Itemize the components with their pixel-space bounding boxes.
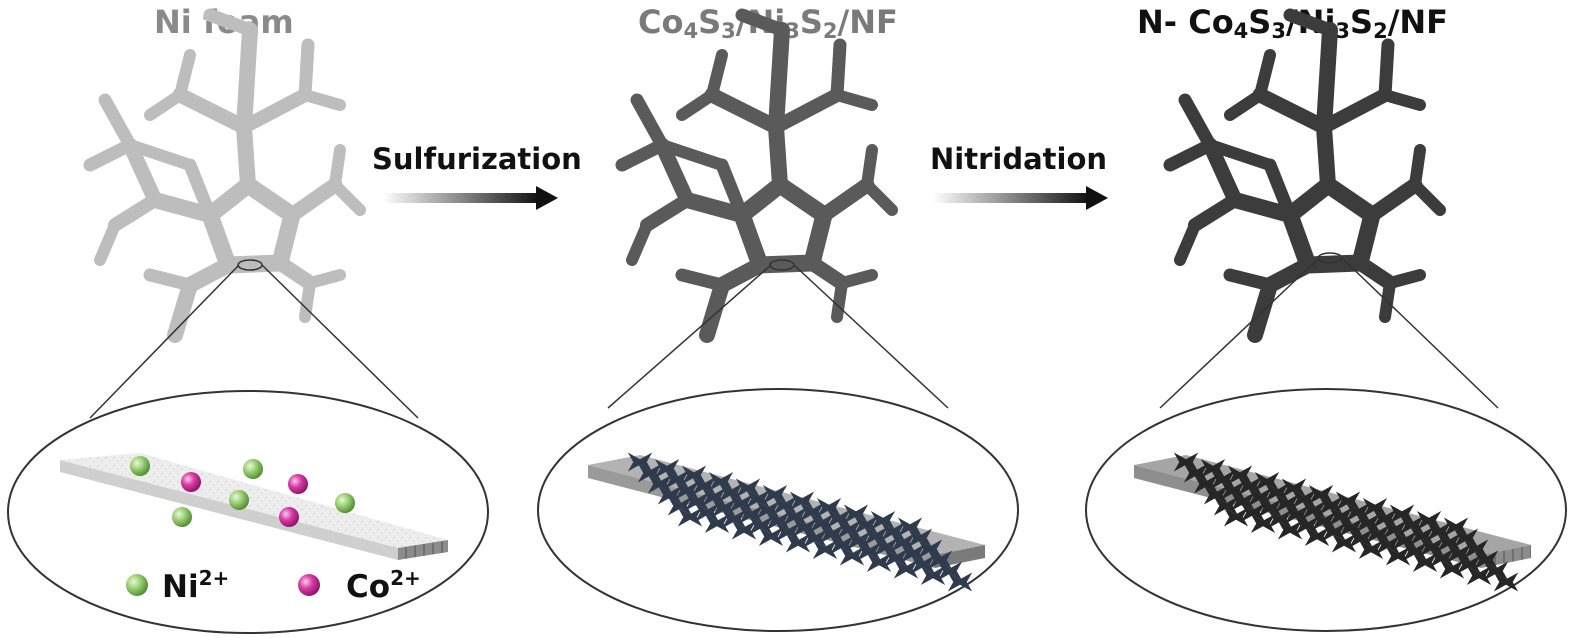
title-text: N- Co (1137, 3, 1234, 41)
arrow-sulfurization (383, 186, 558, 210)
ion-particles (130, 456, 355, 527)
sulfide-foam-structure (622, 15, 892, 335)
legend-ni-label: Ni2+ (162, 566, 230, 605)
ni-ion (229, 490, 249, 510)
title-text: /NF (837, 3, 898, 41)
title-text: S (698, 3, 722, 41)
title-subscript: 3 (1271, 19, 1286, 43)
ni-ion (130, 456, 150, 476)
title-text: S (799, 3, 823, 41)
nitrided-foam-structure (1170, 15, 1440, 335)
co-ion (279, 507, 299, 527)
title-text: /NF (1387, 3, 1449, 41)
title-subscript: 3 (721, 19, 736, 43)
title-subscript: 2 (822, 19, 838, 43)
zoom-lines (89, 257, 1499, 419)
ni-ion (172, 507, 192, 527)
title-subscript: 4 (1233, 19, 1249, 43)
title-subscript: 3 (1335, 19, 1351, 43)
legend-ni-icon (126, 574, 148, 596)
arrow-nitridation (933, 186, 1108, 210)
title-text: S (1350, 3, 1374, 41)
title-text: Co (638, 3, 684, 41)
legend-co-label: Co2+ (346, 566, 421, 605)
title-subscript: 4 (683, 19, 699, 43)
step-label-sulfurization: Sulfurization (372, 142, 582, 176)
legend-co-icon (298, 574, 320, 596)
step-label-nitridation: Nitridation (930, 142, 1108, 176)
title-text: S (1248, 3, 1272, 41)
ni-ion (243, 459, 263, 479)
co-ion (288, 474, 308, 494)
co-ion (181, 472, 201, 492)
ni-ion (335, 493, 355, 513)
substrate-ni-foam (60, 453, 448, 560)
title-subscript: 2 (1373, 19, 1388, 43)
ni-foam-structure (90, 15, 360, 335)
